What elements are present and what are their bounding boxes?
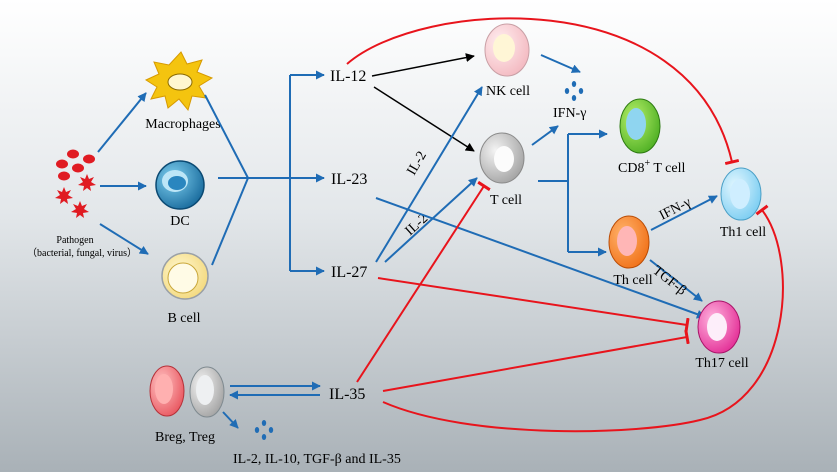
- il27-il2-arrows: [375, 86, 483, 263]
- th1-cell-icon: [720, 167, 762, 221]
- il35-exchange-arrows: [222, 381, 321, 429]
- il35-inhibitions: [356, 180, 784, 433]
- pathogen-label: Pathogen: [56, 235, 93, 246]
- secretion-granules-icon: [254, 420, 274, 440]
- apc-convergence-lines: [204, 70, 325, 276]
- il27-th17-inhibition: [377, 277, 690, 333]
- t-cell-label: T cell: [490, 193, 522, 208]
- macrophage-icon: [144, 51, 214, 112]
- th17-cell-icon: [697, 300, 741, 354]
- b-cell-icon: [161, 252, 209, 300]
- b-cell-label: B cell: [167, 311, 200, 326]
- treg-cell-icon: [189, 366, 225, 418]
- cd8-t-cell-label: CD8+ T cell: [618, 158, 685, 176]
- il27-label: IL-27: [331, 264, 367, 281]
- pathogen-arrows: [97, 92, 149, 255]
- nk-cell-label: NK cell: [486, 84, 530, 99]
- t-cell-icon: [479, 132, 525, 184]
- ifn-granules-icon: [564, 81, 584, 101]
- il35-label: IL-35: [329, 386, 365, 403]
- il12-arrows: [371, 53, 475, 152]
- th-cell-label: Th cell: [613, 273, 652, 288]
- pathogen-sublabel: （bacterial, fungal, virus）: [27, 247, 137, 259]
- secreted-cytokines-label: IL-2, IL-10, TGF-β and IL-35: [233, 452, 401, 467]
- cd8-t-cell-icon: [619, 98, 661, 154]
- il12-label: IL-12: [330, 68, 366, 85]
- t-cell-arrows: [531, 125, 608, 257]
- nk-secretion-arrow: [540, 54, 581, 73]
- pathogen-icon: [55, 149, 96, 218]
- ifn-gamma-nk-label: IFN-γ: [553, 106, 586, 121]
- th17-cell-label: Th17 cell: [695, 356, 748, 371]
- breg-cell-icon: [149, 365, 185, 417]
- dc-label: DC: [170, 214, 189, 229]
- breg-treg-label: Breg, Treg: [155, 430, 215, 445]
- th-cell-icon: [608, 215, 650, 269]
- nk-cell-icon: [484, 23, 530, 77]
- macrophages-label: Macrophages: [145, 117, 220, 132]
- th-differentiation-arrows: [649, 195, 718, 302]
- dc-icon: [155, 160, 205, 210]
- il23-th17-arrow: [375, 197, 706, 319]
- il23-label: IL-23: [331, 171, 367, 188]
- il12-th1-inhibition: [346, 17, 740, 166]
- th1-cell-label: Th1 cell: [720, 225, 766, 240]
